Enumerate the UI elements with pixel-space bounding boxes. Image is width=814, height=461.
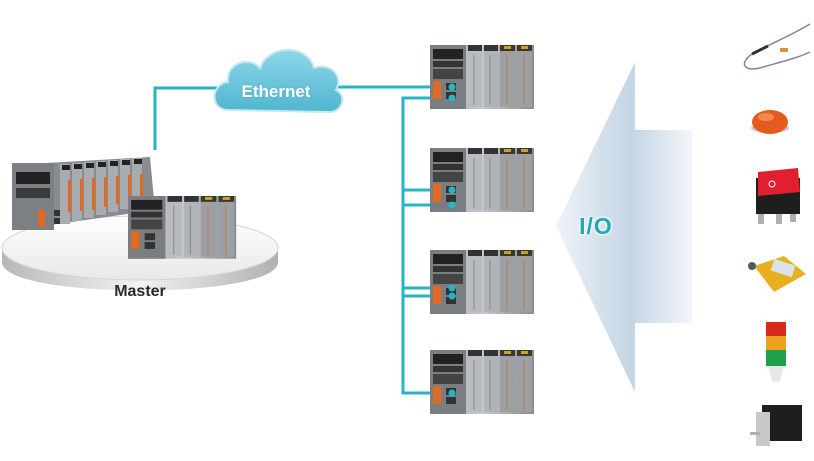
rocker-switch-icon bbox=[756, 168, 800, 224]
ethernet-label: Ethernet bbox=[241, 82, 311, 101]
master-plc-large bbox=[12, 157, 155, 230]
remote-io-unit-3 bbox=[429, 249, 535, 315]
remote-io-unit-2 bbox=[429, 147, 535, 213]
master-label: Master bbox=[114, 283, 166, 300]
io-label: I/O bbox=[579, 213, 613, 239]
port-connectors bbox=[448, 83, 456, 397]
push-button-icon bbox=[751, 110, 789, 134]
thermocouple-icon bbox=[743, 23, 811, 70]
master-plc-small bbox=[127, 195, 237, 260]
remote-io-unit-4 bbox=[429, 349, 535, 415]
proximity-sensor-icon bbox=[748, 256, 806, 292]
stepper-motor-icon bbox=[750, 405, 802, 446]
signal-tower-icon bbox=[766, 322, 786, 382]
remote-io-unit-1 bbox=[429, 44, 535, 110]
io-arrow-icon bbox=[556, 62, 692, 392]
ethernet-cloud-icon bbox=[213, 49, 344, 114]
